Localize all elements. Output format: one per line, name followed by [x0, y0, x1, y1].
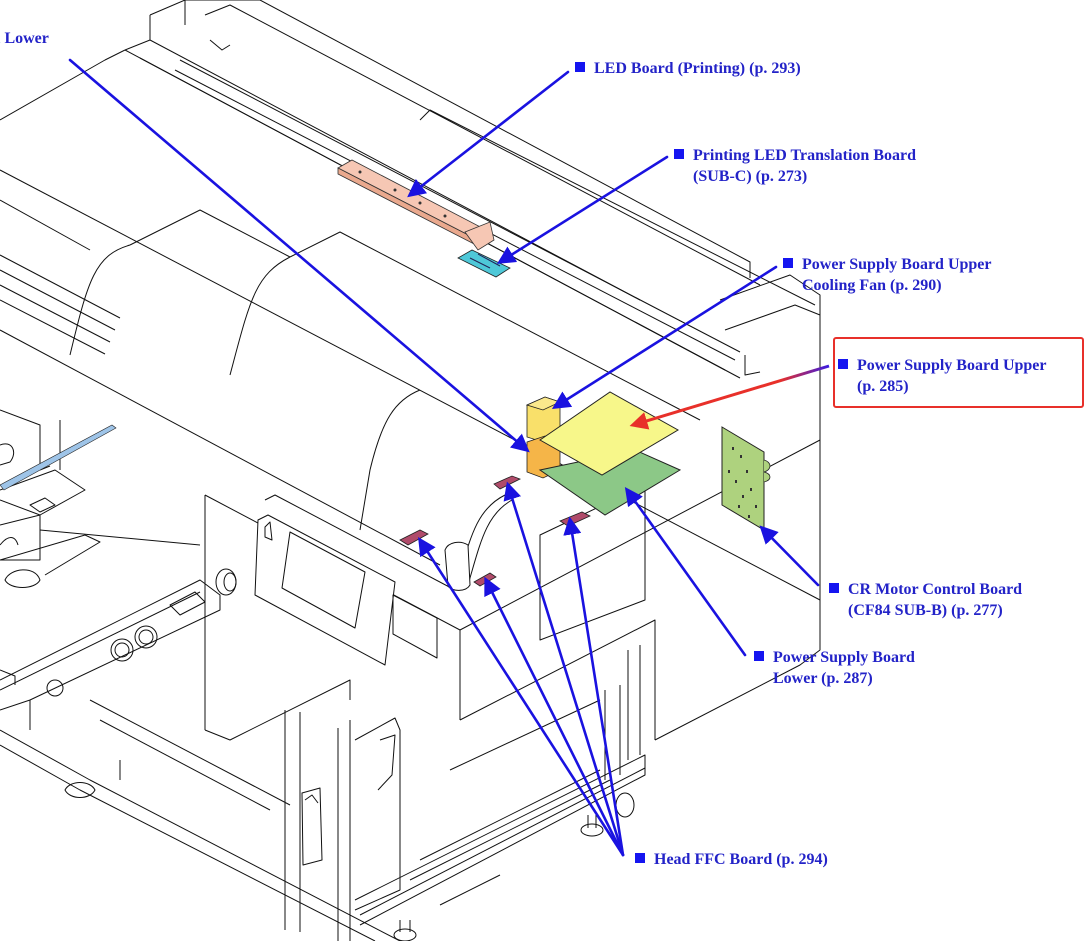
label-psu-board-lower: Power Supply Board Lower (p. 287)	[754, 647, 915, 689]
bullet-square-icon	[829, 583, 839, 593]
label-text: LED Board (Printing) (p. 293)	[594, 60, 801, 77]
label-led-board-printing: LED Board (Printing) (p. 293)	[575, 58, 801, 79]
leader-translation-board	[496, 155, 669, 264]
leader-led-board	[407, 70, 570, 198]
label-text-line1: Power Supply Board Upper	[857, 357, 1047, 374]
label-text-line2: (p. 285)	[857, 378, 909, 395]
cr-scale-strip-part	[0, 424, 117, 491]
label-text-line1: Power Supply Board Upper	[802, 256, 992, 273]
head-ffc-boards-part	[399, 475, 591, 587]
leader-ffc-1	[418, 536, 625, 857]
label-text-line1: Printing LED Translation Board	[693, 147, 916, 164]
leader-ffc-4	[563, 516, 625, 857]
label-text-line2: Cooling Fan (p. 290)	[802, 277, 942, 294]
leader-cr-motor	[759, 525, 820, 587]
label-text-line2: Lower (p. 287)	[773, 670, 873, 687]
leader-partial-lower	[68, 58, 530, 453]
label-cr-motor-control-board: CR Motor Control Board (CF84 SUB-B) (p. …	[829, 579, 1022, 621]
bullet-square-icon	[838, 359, 848, 369]
leader-ffc-2	[484, 576, 625, 857]
leader-psu-lower	[624, 487, 747, 657]
leader-ffc-3	[503, 481, 625, 857]
label-psu-upper-cooling-fan: Power Supply Board Upper Cooling Fan (p.…	[783, 254, 992, 296]
leader-cooling-fan	[551, 265, 778, 409]
label-text-line2: (CF84 SUB-B) (p. 277)	[848, 602, 1003, 619]
label-text-line1: CR Motor Control Board	[848, 581, 1023, 598]
label-printing-led-translation-board: Printing LED Translation Board (SUB-C) (…	[674, 145, 916, 187]
label-text-line1: Power Supply Board	[773, 649, 915, 666]
leader-lines	[68, 58, 830, 857]
leader-psu-upper	[629, 364, 830, 430]
label-head-ffc-board: Head FFC Board (p. 294)	[635, 849, 828, 870]
printer-body-linework	[0, 0, 821, 941]
label-text: l Lower	[0, 30, 49, 47]
highlight-box	[833, 337, 1084, 408]
led-board-printing-part	[337, 159, 495, 251]
label-partial-lower: l Lower	[0, 28, 49, 49]
bullet-square-icon	[783, 258, 793, 268]
label-text: Head FFC Board (p. 294)	[654, 851, 828, 868]
bullet-square-icon	[575, 62, 585, 72]
label-psu-board-upper: Power Supply Board Upper (p. 285)	[838, 355, 1047, 397]
label-text-line2: (SUB-C) (p. 273)	[693, 168, 808, 185]
bullet-square-icon	[635, 853, 645, 863]
bullet-square-icon	[754, 651, 764, 661]
translation-board-part	[457, 249, 511, 278]
bullet-square-icon	[674, 149, 684, 159]
cr-motor-control-board-part	[721, 426, 771, 531]
